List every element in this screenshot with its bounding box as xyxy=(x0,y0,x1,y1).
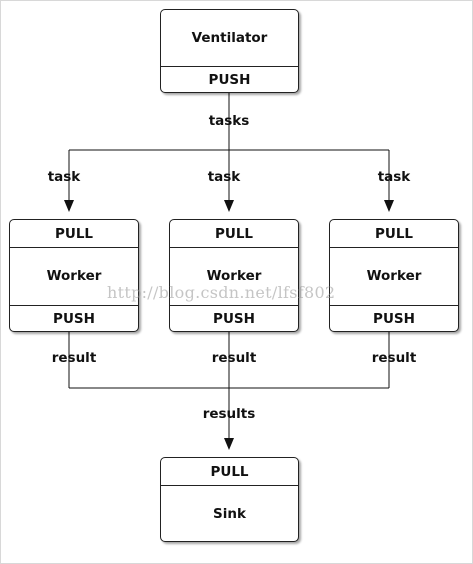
results-arrowhead xyxy=(224,438,234,450)
ventilator-title: Ventilator xyxy=(191,30,268,46)
task-edge-label-1: task xyxy=(47,169,81,185)
ventilator-push-socket: PUSH xyxy=(208,72,251,88)
worker-node-3: PULL Worker PUSH xyxy=(329,219,459,332)
sink-pull-socket: PULL xyxy=(210,463,249,480)
task-arrowhead-2 xyxy=(224,200,234,212)
sink-node: PULL Sink xyxy=(160,457,299,542)
task-arrowhead-3 xyxy=(384,200,394,212)
task-edge-label-2: task xyxy=(207,169,241,185)
task-arrowhead-1 xyxy=(64,200,74,212)
worker-pull-socket: PULL xyxy=(54,225,94,242)
result-edge-label-1: result xyxy=(51,350,97,366)
watermark-text: http://blog.csdn.net/lfsf802 xyxy=(107,283,336,302)
worker-divider-bottom xyxy=(10,305,138,306)
tasks-edge-label: tasks xyxy=(208,113,250,129)
worker-push-socket: PUSH xyxy=(213,311,255,327)
result-edge-label-2: result xyxy=(211,350,257,366)
worker-divider-bottom xyxy=(330,305,458,306)
worker-divider-top xyxy=(330,247,458,248)
ventilator-node: Ventilator PUSH xyxy=(160,9,299,93)
task-edge-label-3: task xyxy=(377,169,411,185)
worker-divider-bottom xyxy=(170,305,298,306)
worker-pull-socket: PULL xyxy=(374,225,414,242)
result-edge-label-3: result xyxy=(371,350,417,366)
worker-title: Worker xyxy=(46,268,102,284)
worker-node-1: PULL Worker PUSH xyxy=(9,219,139,332)
worker-title: Worker xyxy=(366,268,422,284)
worker-divider-top xyxy=(10,247,138,248)
sink-divider xyxy=(161,485,298,486)
worker-push-socket: PUSH xyxy=(53,311,95,327)
worker-title: Worker xyxy=(206,268,262,284)
worker-push-socket: PUSH xyxy=(373,311,415,327)
worker-divider-top xyxy=(170,247,298,248)
ventilator-divider xyxy=(161,66,298,67)
worker-node-2: PULL Worker PUSH xyxy=(169,219,299,332)
results-edge-label: results xyxy=(202,406,256,422)
sink-title: Sink xyxy=(213,506,246,522)
worker-pull-socket: PULL xyxy=(214,225,254,242)
